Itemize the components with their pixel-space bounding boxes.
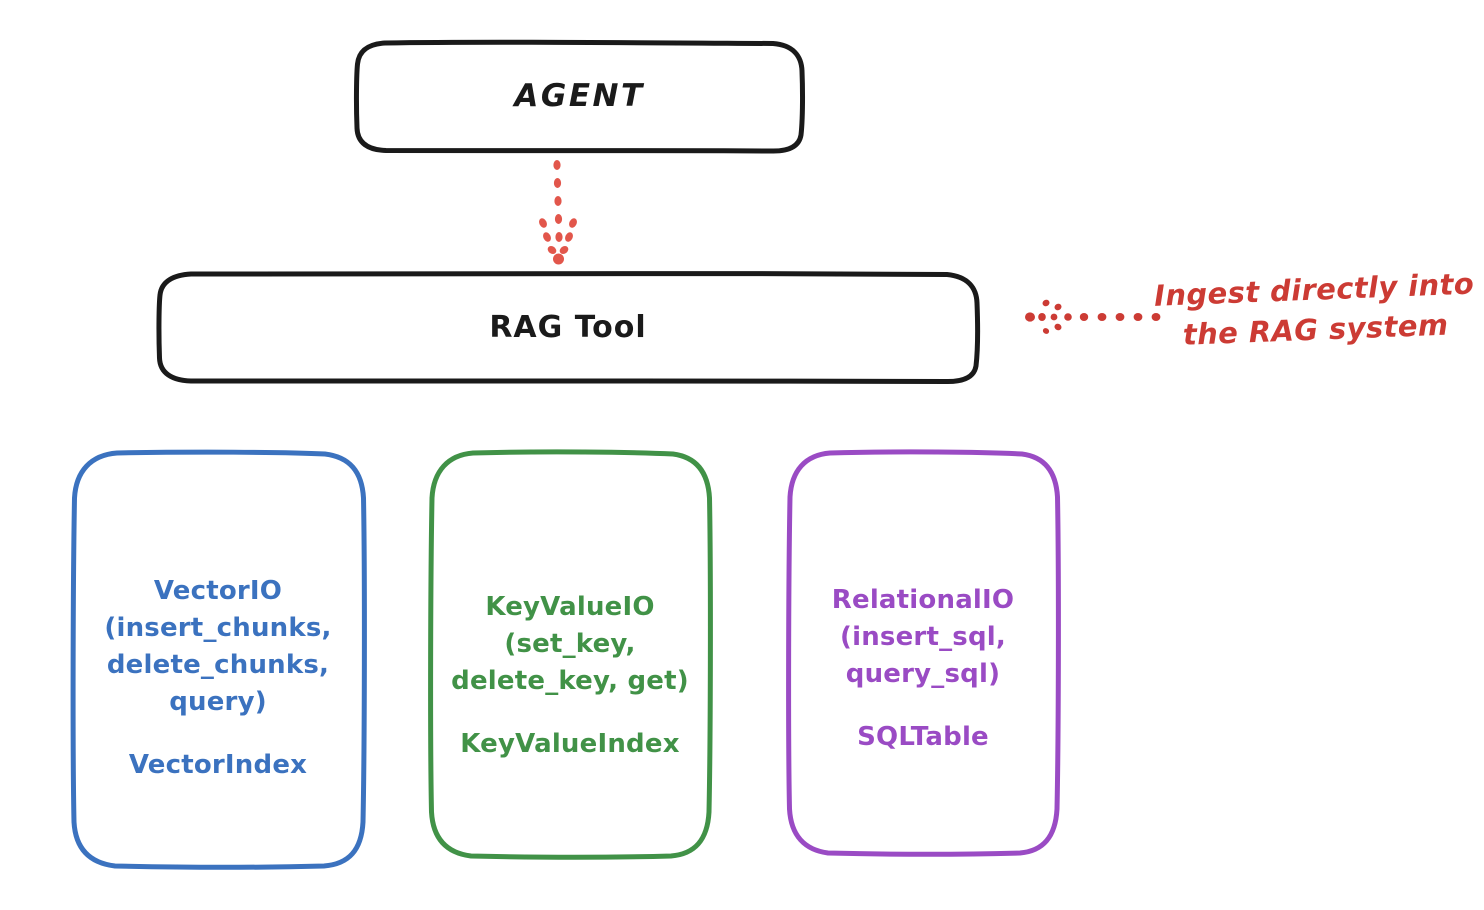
relational-io-node-label: RelationalIO (insert_sql, query_sql) SQLT… xyxy=(824,545,1022,756)
rag-tool-node[interactable]: RAG Tool xyxy=(156,270,981,385)
key-value-io-node-label: KeyValueIO (set_key, delete_key, get) Key… xyxy=(443,552,697,763)
agent-node-label: AGENT xyxy=(514,78,645,115)
relational-io-methods: RelationalIO (insert_sql, query_sql) xyxy=(831,584,1015,689)
vector-io-node[interactable]: VectorIO (insert_chunks, delete_chunks, … xyxy=(70,449,367,870)
ingest-arrow-icon xyxy=(1025,299,1161,334)
vector-io-methods: VectorIO (insert_chunks, delete_chunks, … xyxy=(104,575,332,717)
vector-io-index: VectorIndex xyxy=(128,749,308,780)
key-value-io-node[interactable]: KeyValueIO (set_key, delete_key, get) Key… xyxy=(428,449,713,860)
ingest-annotation: Ingest directly into the RAG system xyxy=(1022,267,1477,368)
vector-io-node-label: VectorIO (insert_chunks, delete_chunks, … xyxy=(96,536,339,783)
agent-node[interactable]: AGENT xyxy=(353,39,806,154)
rag-tool-node-label: RAG Tool xyxy=(489,309,647,345)
key-value-io-index: KeyValueIndex xyxy=(460,728,680,759)
key-value-io-methods: KeyValueIO (set_key, delete_key, get) xyxy=(451,591,689,696)
ingest-annotation-text: Ingest directly into the RAG system xyxy=(1153,266,1475,352)
agent-to-rag-tool-connector xyxy=(539,160,577,265)
relational-io-node[interactable]: RelationalIO (insert_sql, query_sql) SQLT… xyxy=(786,449,1061,857)
relational-io-index: SQLTable xyxy=(857,721,989,752)
